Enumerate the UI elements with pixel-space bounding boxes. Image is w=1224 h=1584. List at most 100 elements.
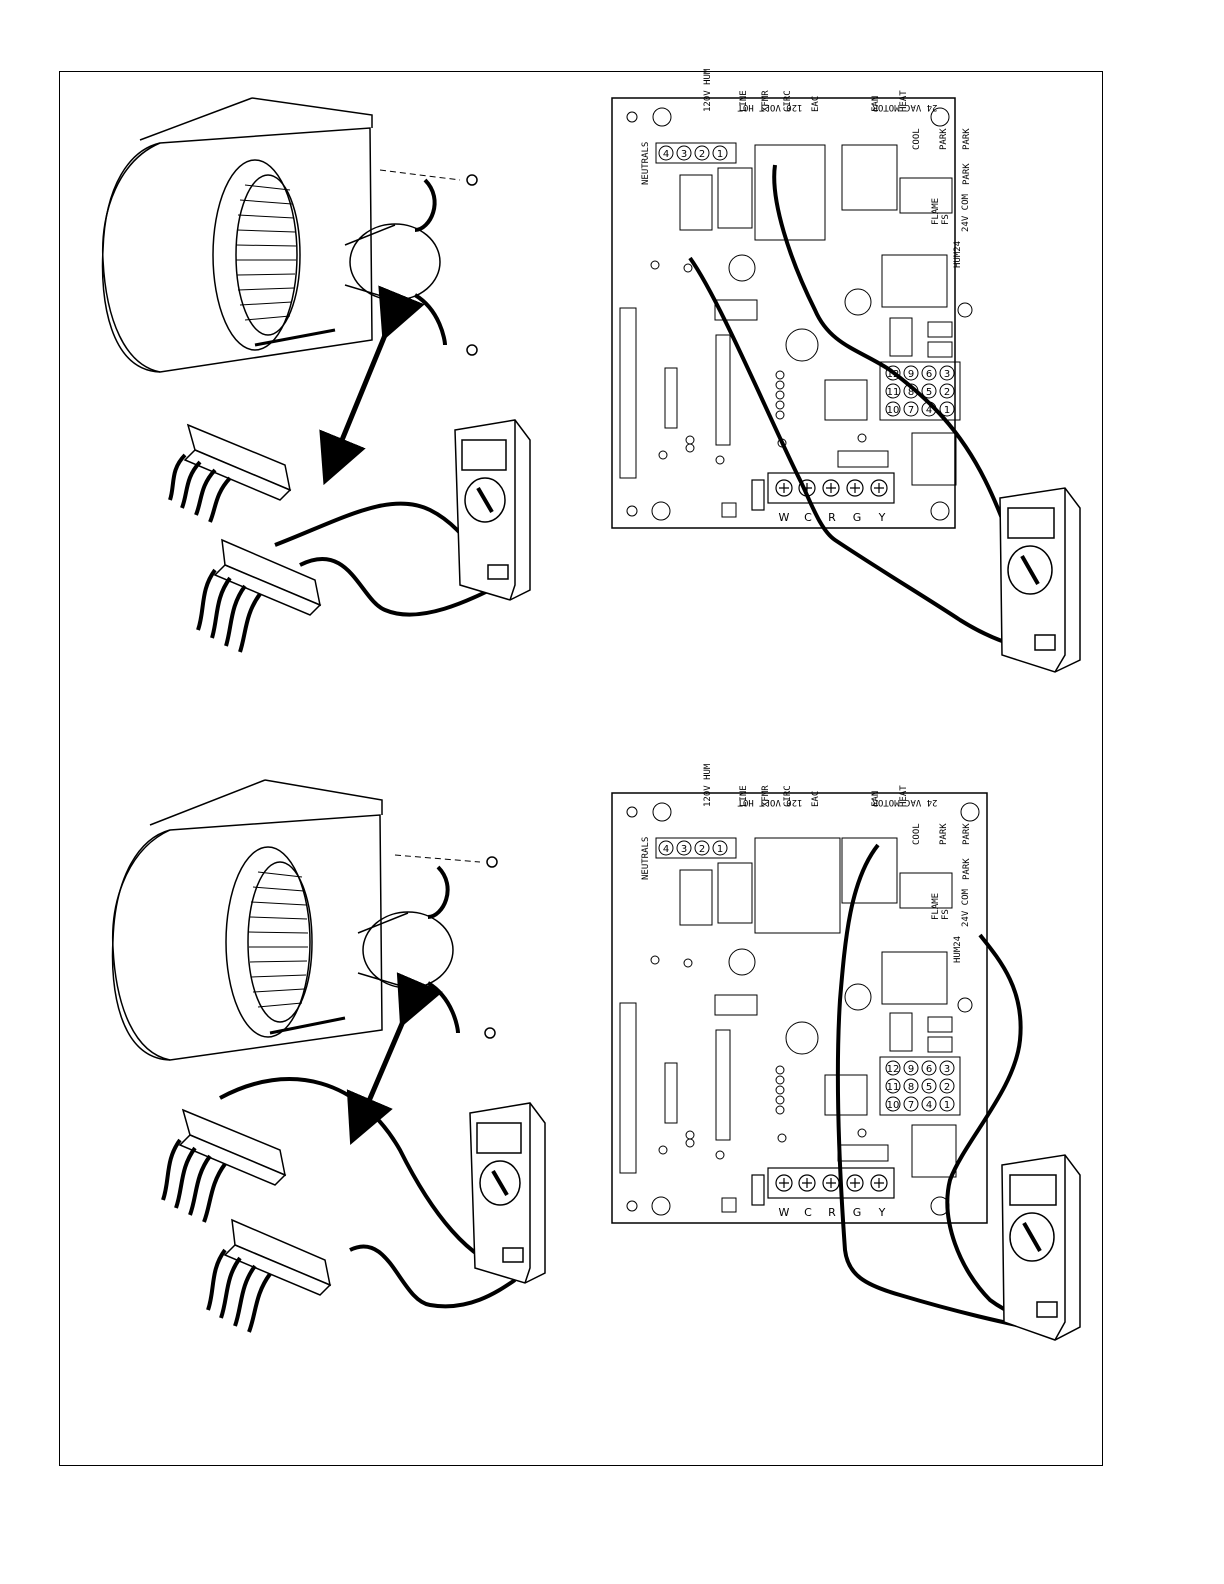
terminal-g: G [853,511,862,524]
plug-pin-grid: 12 9 6 3 11 8 5 2 10 7 4 1 [885,1060,955,1112]
double-arrow-top [319,285,425,486]
svg-text:FLAME: FLAME [931,893,941,920]
header-right-label: 24 VAC MOTOR [872,797,938,807]
svg-text:PARK: PARK [962,858,972,880]
svg-text:7: 7 [908,405,914,416]
svg-text:1: 1 [944,1100,950,1111]
double-arrow-bottom [346,972,443,1145]
svg-text:PARK: PARK [962,823,972,845]
svg-text:HEAT: HEAT [899,785,909,807]
motor-connector-disconnected-top [168,423,292,523]
label-fs: FS [941,214,951,225]
label-fan: FAN [871,96,881,112]
svg-text:EAC: EAC [811,791,821,807]
svg-text:4: 4 [926,405,932,416]
label-heat: HEAT [899,90,909,112]
terminal-w: W [779,511,790,524]
svg-text:4: 4 [663,844,669,855]
header-left-label: 120 VOLT HOT [737,797,803,807]
svg-text:4: 4 [663,149,669,160]
terminal-r: R [828,511,836,524]
svg-text:Y: Y [878,1206,886,1219]
multimeter-top-left [454,419,531,601]
svg-text:11: 11 [887,387,900,398]
multimeter-top-right [999,487,1081,673]
svg-text:PARK: PARK [939,823,949,845]
terminal-y: Y [878,511,886,524]
label-line: LINE [739,90,749,112]
figure-frame [59,71,1103,1466]
label-flame: FLAME [931,198,941,225]
motor-connector-disconnected-bottom [161,1108,287,1223]
label-circ: CIRC [783,90,793,112]
label-24v-com: 24V COM [961,193,971,232]
svg-text:XFMR: XFMR [761,785,771,807]
svg-text:1: 1 [717,149,723,160]
svg-text:6: 6 [926,1064,932,1075]
svg-text:LINE: LINE [739,785,749,807]
svg-text:3: 3 [944,1064,950,1075]
svg-text:8: 8 [908,387,914,398]
svg-text:12: 12 [887,1064,900,1075]
svg-text:11: 11 [887,1082,900,1093]
svg-text:R: R [828,1206,836,1219]
label-hum24: HUM24 [953,241,963,268]
terminal-strip-top: W C R G Y [751,472,895,524]
control-board-bottom: 120 VOLT HOT 24 VAC MOTOR 120V HUM LINE … [611,763,988,1224]
label-park-3: PARK [962,163,972,185]
blower-housing [101,127,373,373]
panel-bottom: 120 VOLT HOT 24 VAC MOTOR 120V HUM LINE … [111,763,1081,1341]
label-eac: EAC [811,96,821,112]
svg-text:4: 4 [926,1100,932,1111]
svg-text:9: 9 [908,1064,914,1075]
blower-wheel-opening [212,159,298,351]
connector-pins: 4 3 2 1 [663,844,723,855]
motor-connector-harness-top [196,538,322,653]
svg-text:NEUTRALS: NEUTRALS [641,837,651,880]
label-cool: COOL [912,128,922,150]
blower-motor [349,223,441,301]
svg-text:2: 2 [944,387,950,398]
svg-text:CIRC: CIRC [783,785,793,807]
svg-text:HUM24: HUM24 [953,936,963,963]
meter-leads-bottom [219,1077,517,1309]
svg-text:W: W [779,1206,790,1219]
svg-text:FAN: FAN [871,791,881,807]
header-right-label: 24 VAC MOTOR [872,102,938,112]
svg-text:10: 10 [887,1100,900,1111]
svg-text:10: 10 [887,405,900,416]
svg-text:3: 3 [681,149,687,160]
panel-top: 120 VOLT HOT 24 VAC MOTOR 120V HUM LINE … [101,68,1081,673]
svg-text:COOL: COOL [912,823,922,845]
header-left-label: 120 VOLT HOT [737,102,803,112]
probe-leads-board-bottom [835,843,1046,1332]
svg-text:9: 9 [908,369,914,380]
svg-text:2: 2 [699,149,705,160]
motor-connector-harness-bottom [206,1218,332,1333]
svg-text:120V HUM: 120V HUM [703,763,713,807]
terminal-c: C [804,511,812,524]
svg-text:7: 7 [908,1100,914,1111]
svg-text:C: C [804,1206,812,1219]
svg-text:3: 3 [681,844,687,855]
svg-text:8: 8 [908,1082,914,1093]
connector-pins: 4 3 2 1 [663,149,723,160]
svg-text:2: 2 [699,844,705,855]
svg-text:2: 2 [944,1082,950,1093]
svg-text:6: 6 [926,369,932,380]
svg-text:3: 3 [944,369,950,380]
multimeter-bottom-left [469,1102,546,1284]
label-park-2: PARK [962,128,972,150]
multimeter-bottom-right [1001,1154,1081,1341]
svg-text:G: G [853,1206,862,1219]
svg-text:24V COM: 24V COM [961,888,971,927]
svg-text:5: 5 [926,387,932,398]
label-park-1: PARK [939,128,949,150]
label-120v-hum: 120V HUM [703,68,713,112]
blower-assembly-top [101,97,478,373]
label-neutrals: NEUTRALS [641,142,651,185]
svg-text:FS: FS [941,909,951,920]
svg-text:5: 5 [926,1082,932,1093]
svg-text:1: 1 [944,405,950,416]
